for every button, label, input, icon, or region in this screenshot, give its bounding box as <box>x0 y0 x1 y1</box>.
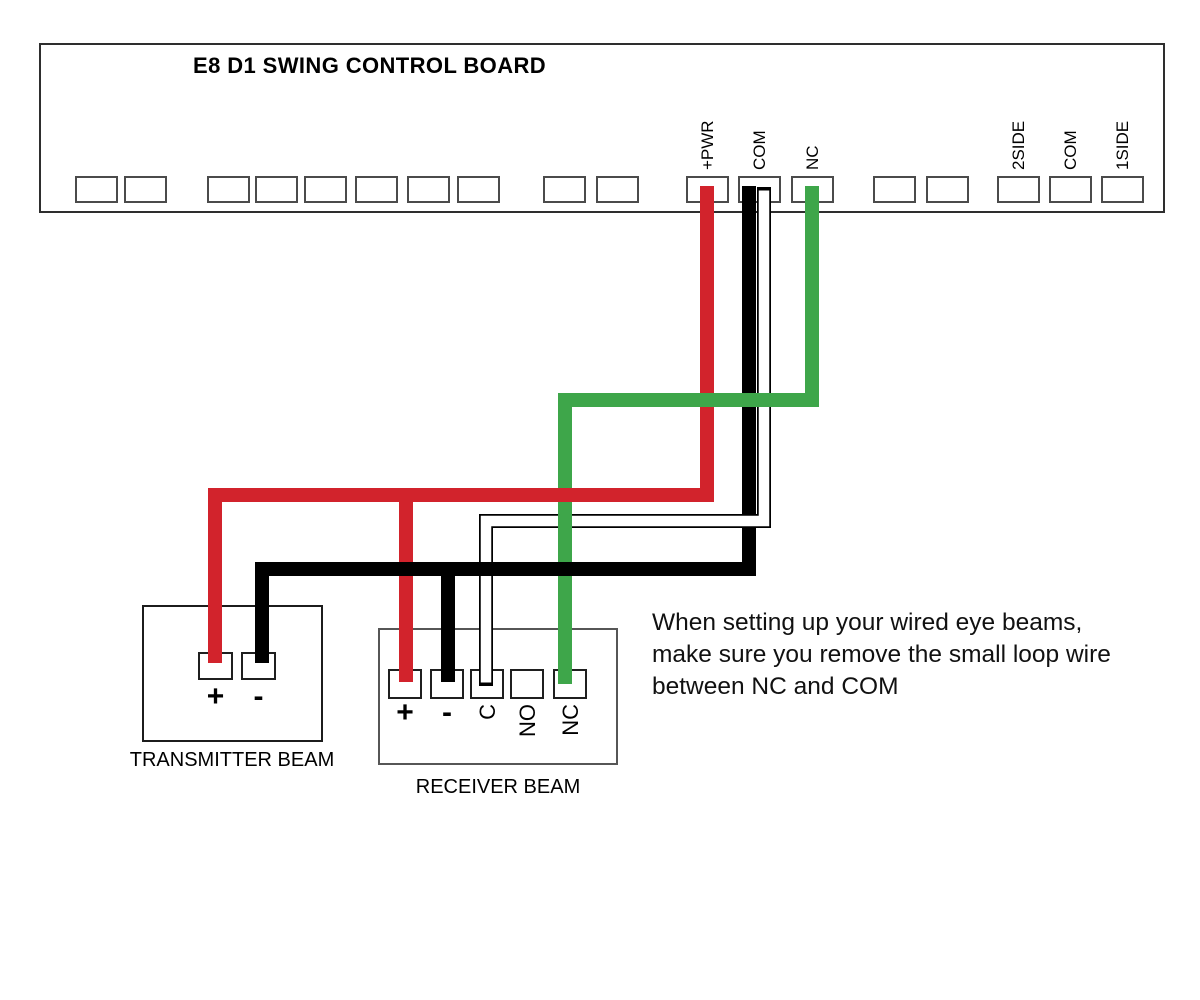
receiver-terminal-label-plus: + <box>396 696 414 729</box>
receiver-terminal-plus <box>388 669 422 699</box>
transmitter-terminal-plus <box>198 652 233 680</box>
transmitter-terminal-label-plus: + <box>206 680 225 713</box>
receiver-caption: RECEIVER BEAM <box>415 776 581 798</box>
receiver-terminal-c <box>470 669 504 699</box>
board-terminal <box>304 176 347 203</box>
receiver-terminal-nc <box>553 669 587 699</box>
note-line-1: When setting up your wired eye beams, <box>652 609 1083 636</box>
board-terminal-2side <box>997 176 1040 203</box>
transmitter-caption: TRANSMITTER BEAM <box>129 749 335 771</box>
receiver-terminal-label-minus: - <box>442 696 452 729</box>
board-terminal <box>355 176 398 203</box>
receiver-terminal-label-nc: NC <box>557 704 583 736</box>
board-title: E8 D1 SWING CONTROL BOARD <box>193 53 547 78</box>
transmitter-terminal-minus <box>241 652 276 680</box>
note-line-2: make sure you remove the small loop wire <box>652 641 1111 668</box>
board-terminal-1side <box>1101 176 1144 203</box>
note-line-3: between NC and COM <box>652 673 899 700</box>
board-terminal <box>255 176 298 203</box>
note-text: When setting up your wired eye beams, ma… <box>652 607 1111 703</box>
board-terminal-com <box>1049 176 1092 203</box>
board-terminal <box>407 176 450 203</box>
transmitter-terminal-label-minus: - <box>253 680 264 713</box>
board-terminal <box>124 176 167 203</box>
receiver-terminal-label-c: C <box>474 704 500 720</box>
receiver-terminal-label-no: NO <box>514 704 540 737</box>
board-terminal <box>207 176 250 203</box>
receiver-terminal-no <box>510 669 544 699</box>
receiver-terminal-minus <box>430 669 464 699</box>
board-terminal <box>926 176 969 203</box>
board-terminal <box>873 176 916 203</box>
board-terminal <box>75 176 118 203</box>
